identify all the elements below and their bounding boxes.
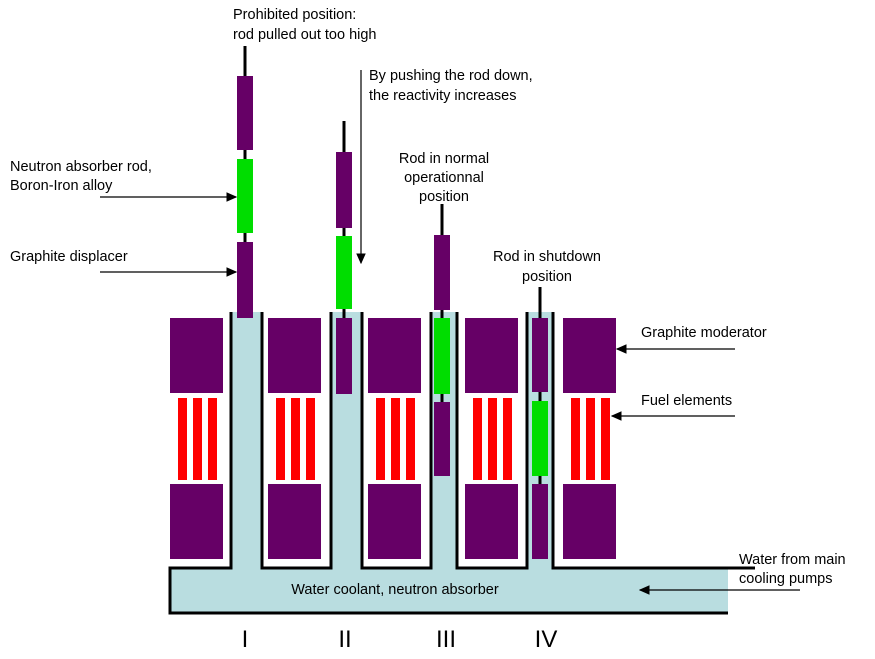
- control-rod-iv: [532, 287, 548, 559]
- channel-label-i: I: [242, 626, 249, 653]
- label-pushing-line2: the reactivity increases: [369, 88, 516, 104]
- label-normal-line1: Rod in normal: [399, 151, 489, 167]
- label-pushing-line1: By pushing the rod down,: [369, 68, 533, 84]
- label-displacer: Graphite displacer: [10, 249, 128, 265]
- label-coolant: Water coolant, neutron absorber: [291, 582, 499, 598]
- label-absorber-line1: Neutron absorber rod,: [10, 159, 152, 175]
- label-shutdown-line1: Rod in shutdown: [493, 249, 601, 265]
- label-moderator: Graphite moderator: [641, 325, 767, 341]
- label-normal-line3: position: [419, 189, 469, 205]
- label-prohibited-line2: rod pulled out too high: [233, 27, 377, 43]
- label-fuel: Fuel elements: [641, 393, 732, 409]
- coolant-channel-outline: [168, 312, 755, 615]
- control-rod-i: [237, 46, 253, 318]
- control-rod-ii: [336, 121, 352, 394]
- label-pumps-line1: Water from main: [739, 552, 846, 568]
- channel-label-iv: IV: [535, 626, 558, 653]
- pointer-arrows: [100, 70, 800, 595]
- label-shutdown-line2: position: [522, 269, 572, 285]
- label-prohibited-line1: Prohibited position:: [233, 7, 356, 23]
- graphite-moderator-blocks: [170, 318, 616, 559]
- fuel-elements: [178, 398, 610, 480]
- control-rod-iii: [434, 204, 450, 476]
- label-normal-line2: operationnal: [404, 170, 484, 186]
- label-pumps-line2: cooling pumps: [739, 571, 833, 587]
- label-absorber-line2: Boron-Iron alloy: [10, 178, 113, 194]
- channel-label-iii: III: [436, 626, 456, 653]
- channel-label-ii: II: [338, 626, 351, 653]
